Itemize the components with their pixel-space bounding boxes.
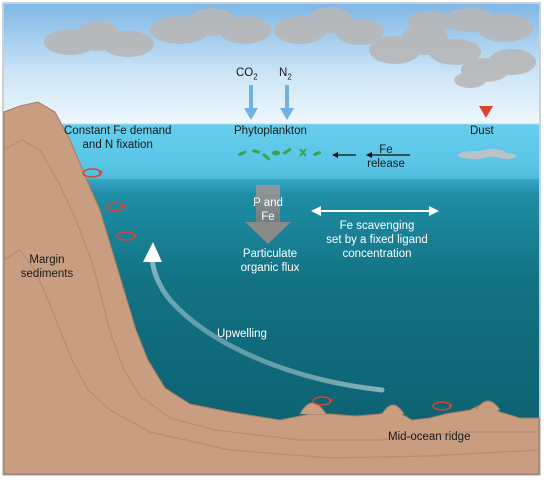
margin-line-2: sediments: [20, 268, 74, 280]
ridge-peak: [475, 400, 501, 411]
constant-fe-demand-label: Constant Fe demand and N fixation: [64, 124, 171, 152]
dust-label: Dust: [470, 125, 494, 137]
n2-text: N: [279, 67, 288, 79]
n2-arrow: [280, 85, 294, 120]
fe-loop-icon: [82, 168, 103, 178]
fe-release-line-1: Fe: [379, 144, 393, 156]
co2-text: CO: [236, 67, 254, 79]
fe-scavenging-label: Fe scavenging set by a fixed ligand conc…: [312, 219, 442, 261]
clouds: [44, 7, 536, 88]
margin-sediments-label: Margin sediments: [12, 253, 82, 281]
particulate-flux-arrow: [245, 185, 291, 244]
mid-ocean-ridge-label: Mid-ocean ridge: [388, 431, 471, 443]
co2-label: CO2: [236, 66, 258, 84]
constant-fe-line-1: Constant Fe demand: [64, 125, 172, 137]
fe-release-label: Fe release: [361, 143, 411, 171]
surface-layer: [4, 124, 539, 179]
upwelling-label: Upwelling: [217, 328, 267, 340]
fe-loop-icon: [432, 401, 453, 411]
p-and-fe-line-2: Fe: [261, 211, 275, 223]
dust-patch: [458, 149, 516, 159]
co2-subscript: 2: [253, 72, 258, 82]
particulate-line-2: organic flux: [240, 262, 300, 274]
fe-scavenging-line-3: concentration: [342, 248, 412, 260]
fe-scavenging-line-2: set by a fixed ligand: [326, 234, 428, 246]
phytoplankton-label: Phytoplankton: [234, 125, 307, 137]
n2-subscript: 2: [287, 72, 292, 82]
fe-loop-icon: [105, 202, 126, 212]
dust-arrow: [479, 84, 493, 118]
fe-scavenging-arrow: [311, 206, 439, 216]
p-and-fe-line-1: P and: [253, 197, 283, 209]
particulate-organic-flux-label: Particulate organic flux: [230, 247, 310, 275]
particulate-line-1: Particulate: [242, 248, 298, 260]
ridge-peak: [299, 402, 327, 415]
strata-line: [3, 249, 540, 459]
ridge-peak: [381, 404, 405, 415]
fe-release-arrow-left: [332, 152, 356, 158]
co2-arrow: [244, 85, 258, 120]
fe-recycling-loops: [82, 168, 453, 411]
fe-loop-icon: [116, 231, 137, 241]
strata-line: [3, 139, 539, 441]
p-and-fe-label: P and Fe: [244, 196, 292, 224]
phytoplankton-cells: [238, 148, 322, 161]
upwelling-arrow: [143, 242, 385, 393]
n2-label: N2: [279, 66, 292, 84]
fe-scavenging-line-1: Fe scavenging: [339, 220, 415, 232]
fe-loop-icon: [312, 396, 333, 406]
fe-release-arrow-right: [366, 152, 410, 158]
constant-fe-line-2: and N fixation: [82, 139, 153, 151]
margin-line-1: Margin: [29, 254, 65, 266]
fe-release-line-2: release: [367, 158, 405, 170]
